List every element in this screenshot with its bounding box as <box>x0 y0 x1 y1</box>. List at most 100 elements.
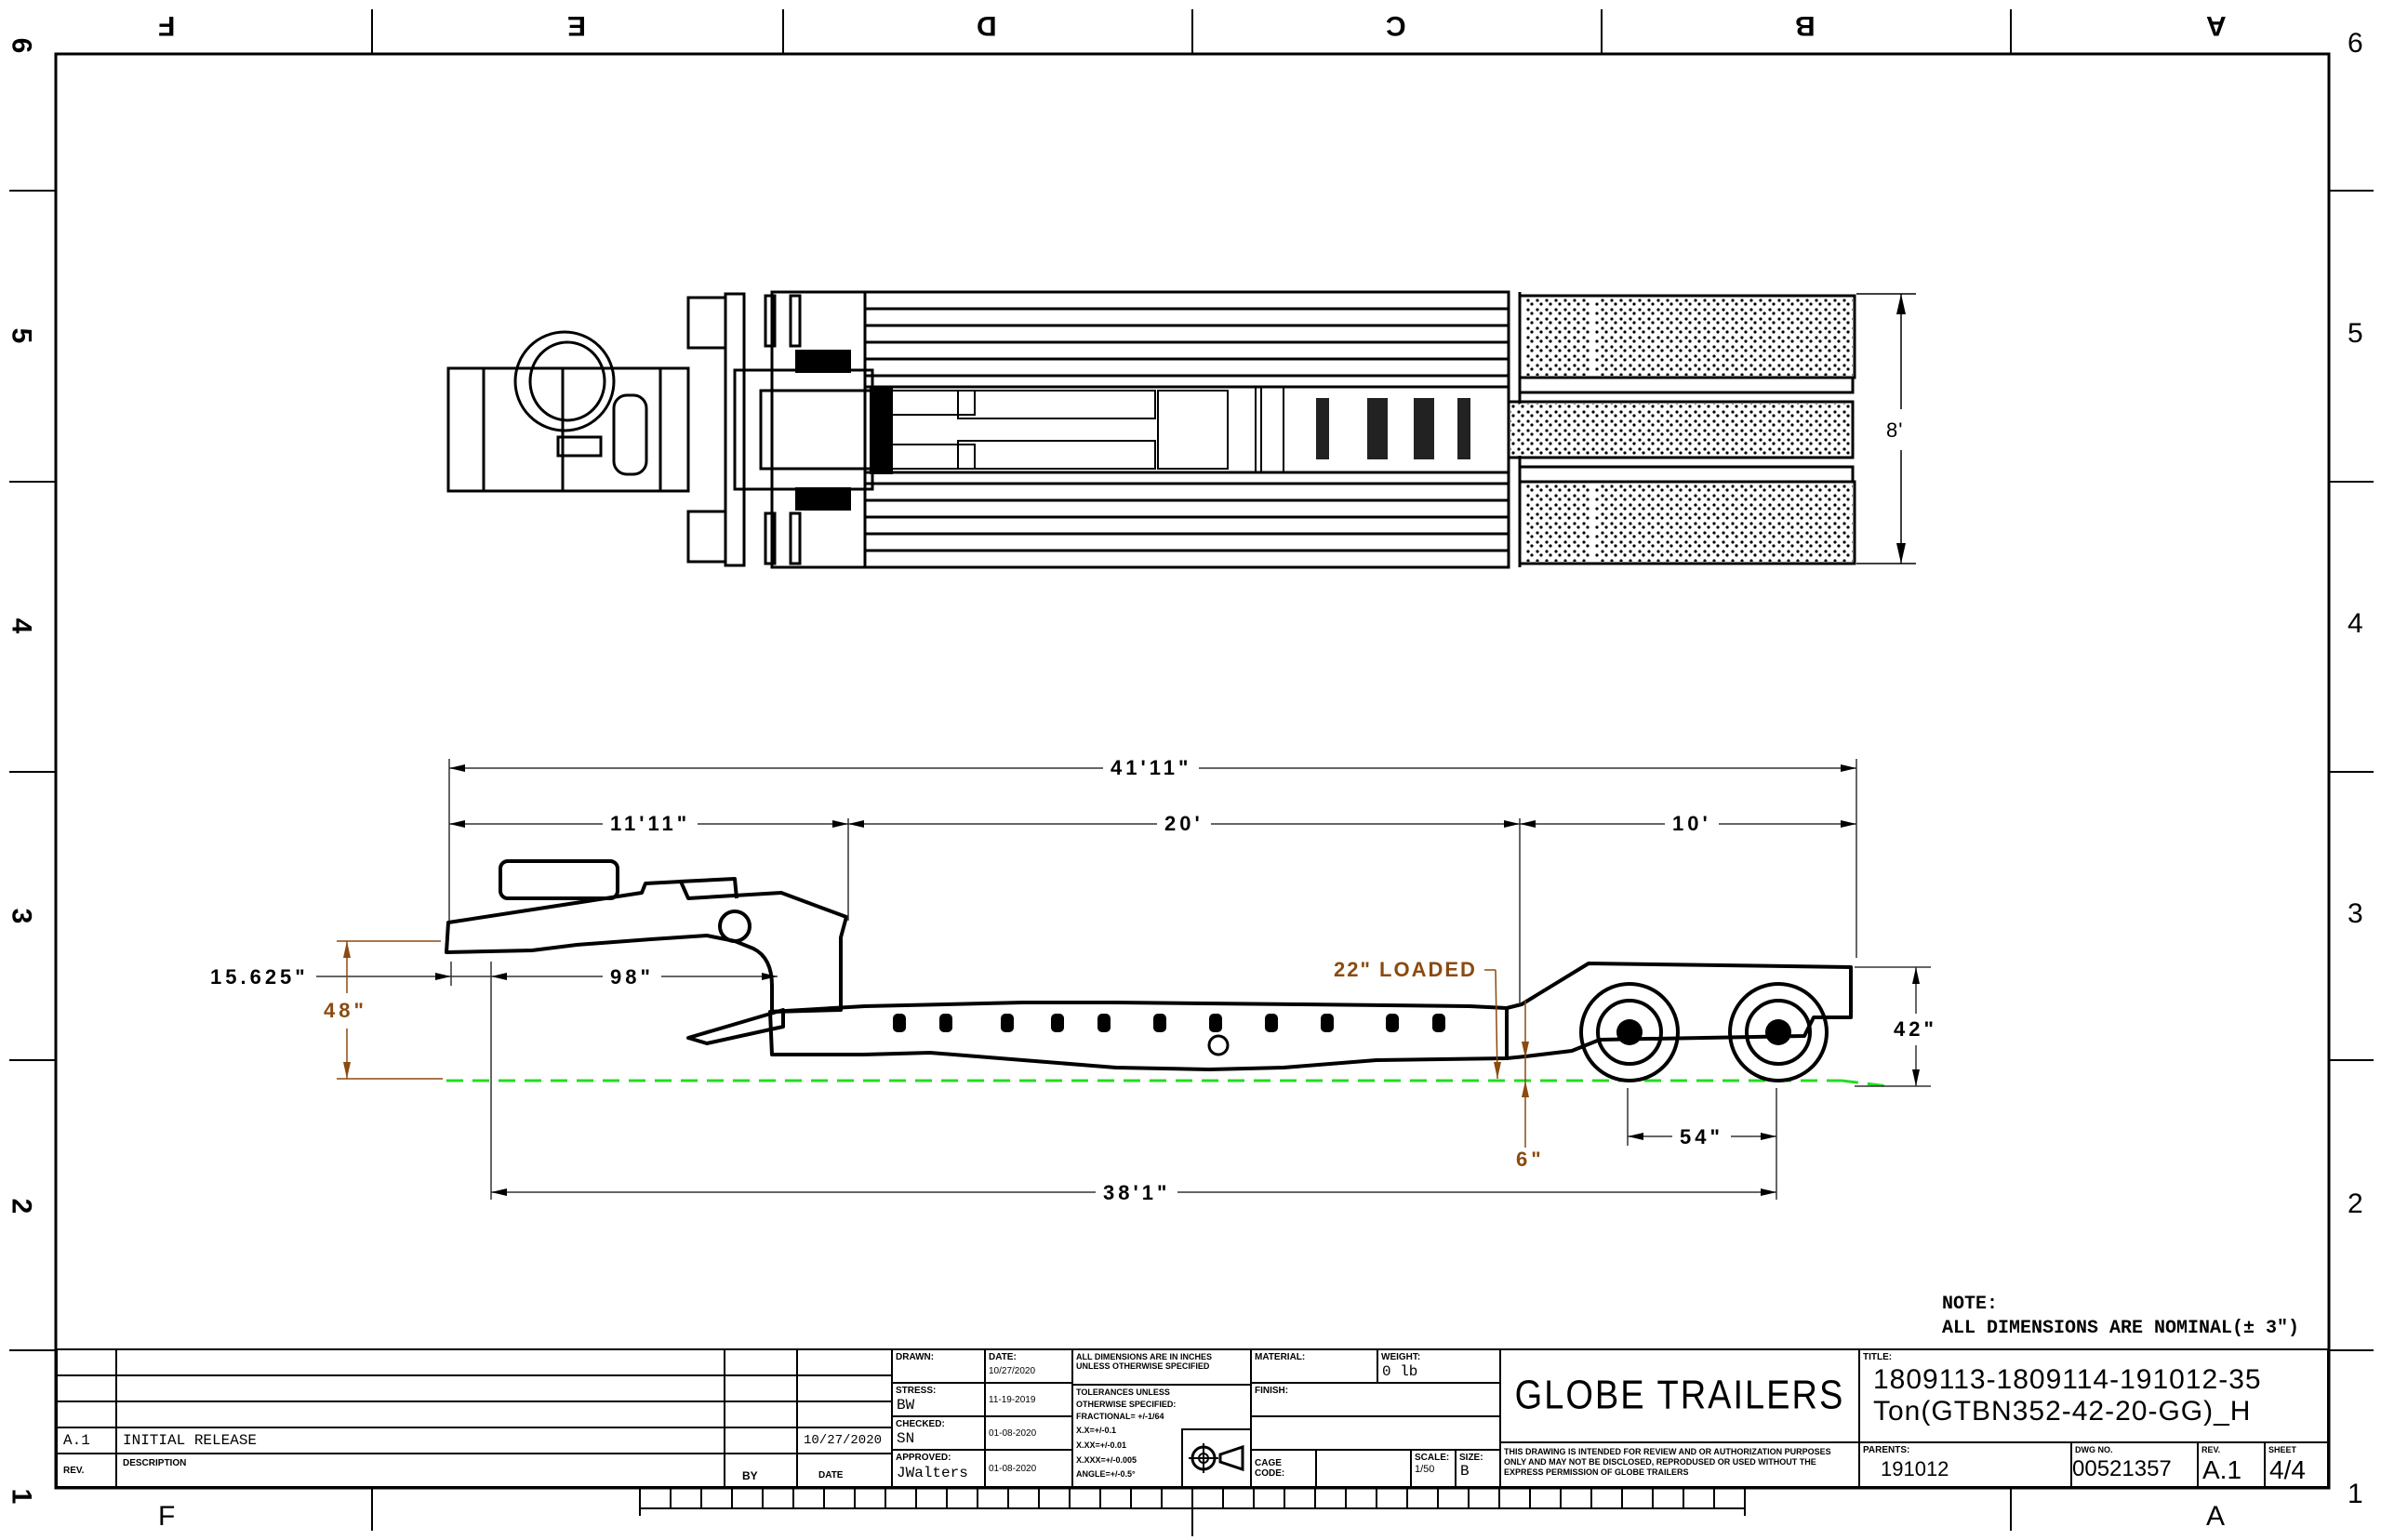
parents-cell: PARENTS: 191012 <box>1858 1441 2072 1488</box>
scale-cell: SCALE: 1/50 <box>1410 1449 1457 1488</box>
checked-cell: CHECKED: SN <box>891 1415 986 1451</box>
size-label: SIZE: <box>1459 1453 1483 1463</box>
dimension-kingpin-to-axle: 38'1" <box>1096 1181 1178 1205</box>
stress-label: STRESS: <box>896 1386 937 1396</box>
general-note: NOTE: ALL DIMENSIONS ARE NOMINAL(± 3") <box>1942 1293 2299 1341</box>
approved-date-value: 01-08-2020 <box>989 1463 1037 1474</box>
material-label: MATERIAL: <box>1255 1352 1306 1362</box>
size-value: B <box>1460 1463 1470 1480</box>
dimension-kingpin-setting: 15.625" <box>203 965 316 989</box>
rev-row-4-date: 10/27/2020 <box>796 1427 893 1454</box>
weight-label: WEIGHT: <box>1381 1352 1421 1362</box>
sheet-label: SHEET <box>2268 1445 2297 1454</box>
approved-date-cell: 01-08-2020 <box>984 1449 1073 1488</box>
checked-label: CHECKED: <box>896 1419 945 1429</box>
sheet-value: 4/4 <box>2269 1455 2306 1484</box>
dwg-no-label: DWG NO. <box>2075 1445 2113 1454</box>
company-cell: GLOBE TRAILERS <box>1499 1348 1860 1443</box>
rev-header-date: DATE <box>796 1453 893 1488</box>
rev-row-2-date <box>796 1374 893 1402</box>
disclaimer-cell: THIS DRAWING IS INTENDED FOR REVIEW AND … <box>1499 1441 1860 1488</box>
scale-value: 1/50 <box>1415 1464 1435 1475</box>
tolerance-line-4: X.X=+/-0.1 <box>1076 1426 1117 1435</box>
sheet-cell: SHEET 4/4 <box>2264 1441 2329 1488</box>
rev-row-2-by <box>724 1374 798 1402</box>
dimension-overall-length: 41'11" <box>1103 756 1200 780</box>
approved-label: APPROVED: <box>896 1453 951 1463</box>
scale-label: SCALE: <box>1415 1453 1450 1463</box>
tolerance-line-2: OTHERWISE SPECIFIED: <box>1076 1400 1177 1409</box>
tolerance-line-5: X.XX=+/-0.01 <box>1076 1440 1127 1450</box>
blank-cell <box>1250 1415 1501 1451</box>
drawn-label: DRAWN: <box>896 1352 935 1362</box>
rev-header-description: DESCRIPTION <box>115 1453 725 1488</box>
dimension-width: 8' <box>1884 418 1906 443</box>
third-angle-projection-icon <box>1189 1443 1244 1473</box>
tolerance-line-6: X.XXX=+/-0.005 <box>1076 1455 1137 1465</box>
approved-value: JWalters <box>897 1465 968 1481</box>
rev-row-4-desc: INITIAL RELEASE <box>115 1427 725 1454</box>
cage-code-label: CAGE CODE: <box>1255 1458 1285 1479</box>
zone-label-right-3: 3 <box>2348 898 2363 929</box>
dimension-deck-length: 20' <box>1157 812 1211 836</box>
tolerance-line-1: TOLERANCES UNLESS <box>1076 1387 1170 1397</box>
zone-label-right-5: 5 <box>2348 318 2363 349</box>
title-label: TITLE: <box>1863 1352 1893 1362</box>
company-name: GLOBE TRAILERS <box>1514 1373 1845 1418</box>
drawn-date-cell: DATE: 10/27/2020 <box>984 1348 1073 1384</box>
rev-row-1-desc <box>115 1348 725 1376</box>
dimension-fifth-wheel-height: 48" <box>316 999 375 1023</box>
zone-label-right-6: 6 <box>2348 28 2363 59</box>
drawn-date-label: DATE: <box>989 1352 1017 1362</box>
size-cell: SIZE: B <box>1455 1449 1501 1488</box>
weight-value: 0 lb <box>1382 1363 1418 1380</box>
stress-date-cell: 11-19-2019 <box>984 1382 1073 1417</box>
checked-date-value: 01-08-2020 <box>989 1427 1037 1439</box>
zone-label-right-4: 4 <box>2348 608 2363 639</box>
weight-cell: WEIGHT: 0 lb <box>1377 1348 1501 1384</box>
rev-header-rev: REV. <box>56 1453 117 1488</box>
units-note-cell: ALL DIMENSIONS ARE IN INCHES UNLESS OTHE… <box>1071 1348 1252 1386</box>
zone-label-bottom-a: A <box>2206 1501 2226 1532</box>
finish-label: FINISH: <box>1255 1386 1289 1396</box>
drawn-cell: DRAWN: <box>891 1348 986 1384</box>
rev-value: A.1 <box>2202 1455 2242 1484</box>
dimension-ground-clearance: 6" <box>1509 1148 1552 1172</box>
approved-cell: APPROVED: JWalters <box>891 1449 986 1488</box>
rev-label: REV. <box>2201 1445 2221 1454</box>
checked-value: SN <box>897 1430 915 1447</box>
rev-row-3-desc <box>115 1401 725 1428</box>
parents-label: PARENTS: <box>1863 1445 1910 1455</box>
cage-code-value-cell <box>1315 1449 1412 1488</box>
title-line-2: Ton(GTBN352-42-20-GG)_H <box>1873 1396 2252 1427</box>
dimension-rear-length: 10' <box>1665 812 1719 836</box>
dimension-deck-height-loaded: 22" LOADED <box>1326 958 1484 982</box>
rev-row-3-rev <box>56 1401 117 1428</box>
tolerance-line-3: FRACTIONAL= +/-1/64 <box>1076 1412 1164 1421</box>
tolerance-line-7: ANGLE=+/-0.5° <box>1076 1469 1136 1479</box>
disclaimer-text: THIS DRAWING IS INTENDED FOR REVIEW AND … <box>1504 1447 1831 1477</box>
note-text: ALL DIMENSIONS ARE NOMINAL(± 3") <box>1942 1318 2300 1339</box>
rev-row-2-desc <box>115 1374 725 1402</box>
rev-row-3-date <box>796 1401 893 1428</box>
dimension-rear-deck-height: 42" <box>1886 1017 1945 1042</box>
checked-date-cell: 01-08-2020 <box>984 1415 1073 1451</box>
zone-label-right-2: 2 <box>2348 1188 2363 1219</box>
rev-row-3-by <box>724 1401 798 1428</box>
drawn-date-value: 10/27/2020 <box>989 1366 1036 1376</box>
rev-row-2-rev <box>56 1374 117 1402</box>
parents-value: 191012 <box>1881 1457 1949 1480</box>
cage-code-cell: CAGE CODE: <box>1250 1449 1317 1488</box>
zone-label-bottom-f: F <box>158 1501 176 1532</box>
rev-row-1-by <box>724 1348 798 1376</box>
rev-cell: REV. A.1 <box>2197 1441 2266 1488</box>
rev-row-4-by <box>724 1427 798 1454</box>
rev-row-4-rev: A.1 <box>56 1427 117 1454</box>
rev-header-by: BY <box>724 1453 798 1488</box>
dimension-gooseneck-length: 11'11" <box>603 812 698 836</box>
stress-value: BW <box>897 1397 915 1414</box>
dwg-no-value: 00521357 <box>2072 1456 2172 1481</box>
rev-row-1-rev <box>56 1348 117 1376</box>
projection-cell <box>1181 1428 1252 1488</box>
